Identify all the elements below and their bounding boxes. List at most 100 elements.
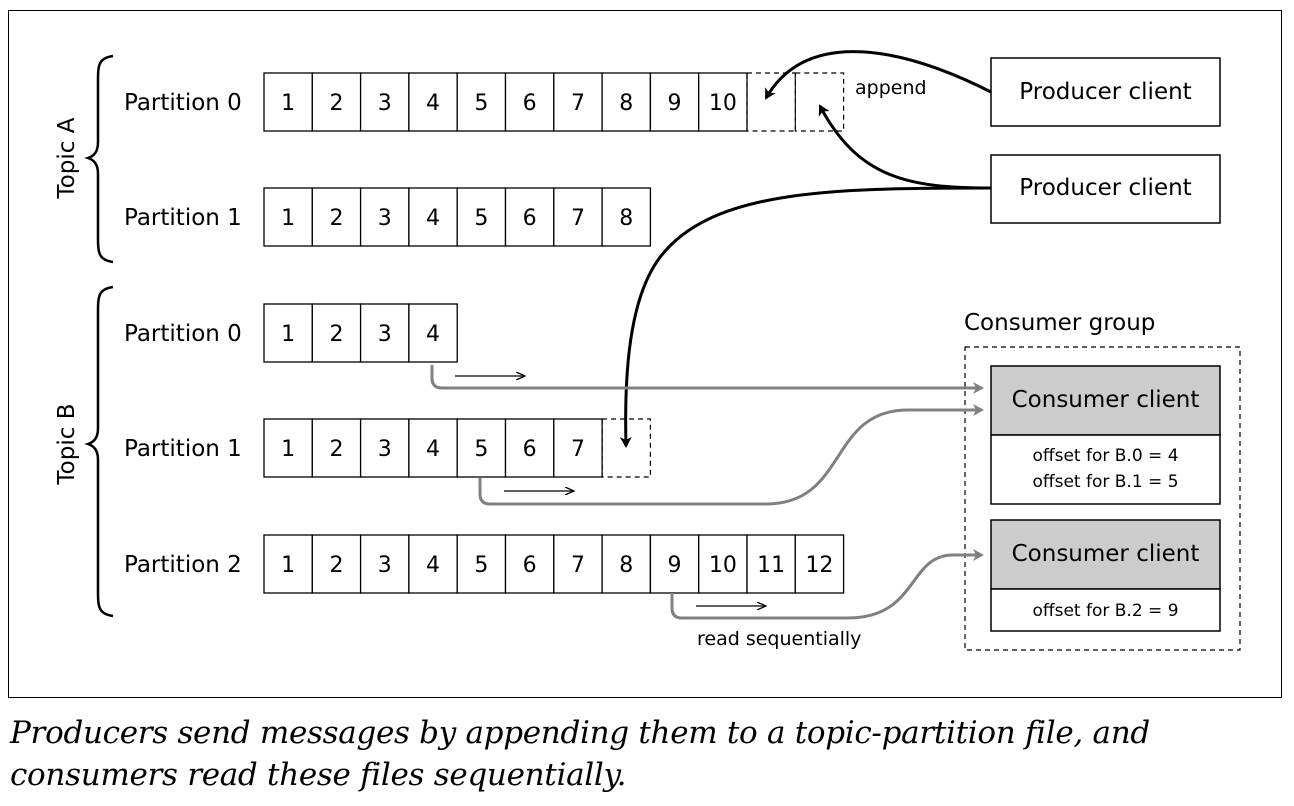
topic-b-partition-1-message-offset: 3 — [378, 437, 392, 462]
topic-b-partition-1-pending-cell — [601, 418, 651, 478]
topic-a-partition-0-message-offset: 8 — [619, 91, 633, 116]
topic-a-partition-1-message-offset: 3 — [378, 206, 392, 231]
topic-a-brace — [84, 54, 114, 264]
topic-a-partition-0-label: Partition 0 — [124, 90, 242, 116]
topic-a-partition-0-message-offset: 1 — [281, 91, 295, 116]
topic-a-partition-0-message-cell — [408, 72, 458, 132]
topic-b-partition-2-message-cell — [311, 534, 362, 594]
read-arrow-b0 — [430, 365, 984, 394]
consumer-client-1[interactable]: Consumer client offset for B.0 = 4 offse… — [990, 365, 1221, 505]
read-arrow-b2 — [670, 549, 984, 620]
topic-b-partition-2-message-cell — [601, 534, 652, 594]
topic-b-partition-0-message-offset: 1 — [281, 322, 295, 347]
topic-a-partition-1-message-cell — [311, 187, 362, 247]
topic-b-partition-0-message-offset: 4 — [426, 322, 440, 347]
consumer-group-box — [964, 346, 1241, 651]
topic-a-partition-1-message-cell — [553, 187, 603, 247]
topic-b-partition-2-message-cell — [504, 534, 555, 594]
consumer-client-2-offset-b2: offset for B.2 = 9 — [1032, 601, 1178, 621]
topic-a-partition-1-message-offset: 4 — [426, 206, 440, 231]
topic-a-partition-0-message-cell — [553, 72, 603, 132]
topic-a-partition-0-message-offset: 4 — [426, 91, 440, 116]
topic-b-partition-1-message-offset: 7 — [571, 437, 585, 462]
topic-a-label: Topic A — [54, 117, 80, 199]
producer-client-2-box[interactable] — [990, 154, 1221, 224]
topic-a-partition-1-message-cell — [359, 187, 410, 247]
topic-b-partition-2-message-cell — [553, 534, 603, 594]
producer-client-1-box[interactable] — [990, 57, 1221, 127]
topic-b-partition-2-message-offset: 2 — [329, 553, 343, 578]
producer-1-append-arrow — [764, 50, 992, 100]
consumer-client-2[interactable]: Consumer client offset for B.2 = 9 — [990, 519, 1221, 632]
producer-client-2-label: Producer client — [1019, 175, 1191, 201]
topic-b-partition-2-message-cell — [794, 534, 845, 594]
topic-a-partition-0-message-offset: 3 — [378, 91, 392, 116]
topic-a-partition-0-message-cell — [263, 72, 313, 132]
topic-a-partition-0-message-offset: 9 — [668, 91, 682, 116]
topic-b-partition-2-message-offset: 8 — [619, 553, 633, 578]
topic-a-partition-0-pending-cell — [746, 72, 796, 132]
topic-a-partition-1-message-cell — [601, 187, 652, 247]
figure-caption: Producers send messages by appending the… — [10, 712, 1280, 796]
topic-a-partition-0-message-cell — [311, 72, 362, 132]
topic-b-partition-1-message-cell — [456, 418, 507, 478]
topic-a-partition-0-message-cell — [698, 72, 748, 132]
topic-a-partition-1-message-offset: 8 — [619, 206, 633, 231]
topic-a-partition-1-message-offset: 5 — [474, 206, 488, 231]
topic-a-partition-0-message-cell — [456, 72, 507, 132]
topic-a-partition-0-message-offset: 6 — [523, 91, 537, 116]
topic-b-partition-0-message-cell — [408, 303, 458, 363]
topic-b-partition-1-message-cell — [553, 418, 603, 478]
topic-a-partition-1-message-offset: 7 — [571, 206, 585, 231]
producer-client-1-label: Producer client — [1019, 79, 1191, 105]
topic-b-partition-2-message-offset: 6 — [523, 553, 537, 578]
topic-a-partition-1-message-cell — [263, 187, 313, 247]
topic-b-partition-0-message-cell — [359, 303, 410, 363]
topic-a-partition-0-message-offset: 10 — [709, 91, 737, 116]
topic-a-partition-1-message-cell — [456, 187, 507, 247]
topic-b-partition-2-message-offset: 9 — [668, 553, 682, 578]
topic-b-partition-1-message-offset: 1 — [281, 437, 295, 462]
topic-b-partition-2-message-cell — [408, 534, 458, 594]
topic-b-partition-0-label: Partition 0 — [124, 321, 242, 347]
topic-a-partition-0-message-offset: 5 — [474, 91, 488, 116]
topic-b-partition-1-message-offset: 5 — [474, 437, 488, 462]
topic-a-partition-1: Partition 1 1 2 3 4 5 6 7 8 — [124, 187, 652, 247]
topic-b-partition-0-message-cell — [263, 303, 313, 363]
topic-b-partition-2-message-offset: 3 — [378, 553, 392, 578]
topic-a-partition-0-pending-cell — [794, 72, 845, 132]
topic-b-brace — [84, 285, 114, 618]
topic-a-partition-1-label: Partition 1 — [124, 205, 242, 231]
topic-b-partition-2-message-offset: 4 — [426, 553, 440, 578]
topic-b-partition-2-message-cell — [456, 534, 507, 594]
topic-a-partition-1-message-offset: 1 — [281, 206, 295, 231]
topic-b-partition-2-message-offset: 1 — [281, 553, 295, 578]
producer-2-append-arrow-b1 — [619, 186, 992, 448]
topic-a-partition-1-message-offset: 6 — [523, 206, 537, 231]
topic-b-partition-0-message-offset: 3 — [378, 322, 392, 347]
consumer-client-2-header — [990, 519, 1221, 590]
topic-b-partition-2-message-offset: 10 — [709, 553, 737, 578]
topic-b-partition-1-message-offset: 4 — [426, 437, 440, 462]
topic-b-partition-2-message-offset: 7 — [571, 553, 585, 578]
topic-a-partition-1-message-offset: 2 — [329, 206, 343, 231]
read-sequentially-label: read sequentially — [697, 628, 861, 650]
topic-b-partition-2-message-offset: 12 — [805, 553, 833, 578]
topic-b-partition-2-message-cell — [746, 534, 796, 594]
consumer-client-1-offset-b1: offset for B.1 = 5 — [1032, 472, 1178, 492]
topic-b-partition-1-label: Partition 1 — [124, 436, 242, 462]
topic-a-partition-0-message-cell — [504, 72, 555, 132]
consumer-client-1-header — [990, 365, 1221, 436]
consumer-client-1-offsets-box — [990, 434, 1221, 505]
consumer-group-title: Consumer group — [964, 310, 1155, 336]
topic-b-partition-1-message-offset: 6 — [523, 437, 537, 462]
topic-b-label: Topic B — [54, 404, 80, 486]
topic-a-partition-0-message-cell — [601, 72, 652, 132]
caption-line-1: Producers send messages by appending the… — [10, 715, 1150, 751]
topic-b-partition-1-message-offset: 2 — [329, 437, 343, 462]
append-label: append — [855, 77, 927, 99]
